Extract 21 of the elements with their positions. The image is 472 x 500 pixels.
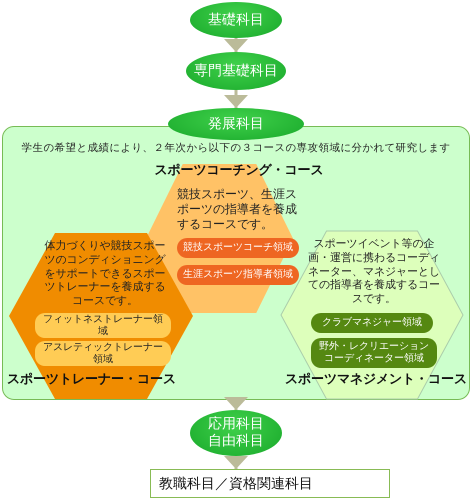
course-title: スポーツコーチング・コース [154, 162, 324, 180]
arrow [224, 456, 248, 469]
subject-label: 応用科目 [208, 416, 264, 433]
field-pill: 野外・レクリエーションコーディネーター領域 [311, 338, 437, 368]
arrow [224, 397, 248, 410]
subject-box: 教職科目／資格関連科目 [150, 469, 390, 498]
course-title: スポーツマネジメント・コース [284, 371, 467, 389]
field-pill: クラブマネジャー領域 [311, 313, 433, 333]
arrow [224, 38, 248, 52]
course-description: スポーツイベント等の企画・運営に携わるコーディネーター、マネジャーとしての指導者を養成するコースです。 [307, 237, 441, 306]
subject-label: 発展科目 [208, 116, 264, 132]
field-pill: 生涯スポーツ指導者領域 [177, 265, 299, 285]
course-description: 競技スポーツ、生涯スポーツの指導者を養成するコースです。 [177, 187, 298, 232]
panel-note: 学生の希望と成績により、２年次から以下の３コースの専攻領域に分かれて研究します [20, 141, 452, 155]
field-pill: 競技スポーツコーチ領域 [177, 238, 299, 258]
subject-label: 専門基礎科目 [194, 62, 278, 80]
field-pill: アスレティックトレーナー領域 [35, 341, 171, 366]
subject-label: 自由科目 [208, 433, 264, 450]
field-pill: フィットネストレーナー領域 [35, 313, 171, 338]
arrow [224, 90, 248, 108]
subject-label: 基礎科目 [208, 12, 264, 28]
